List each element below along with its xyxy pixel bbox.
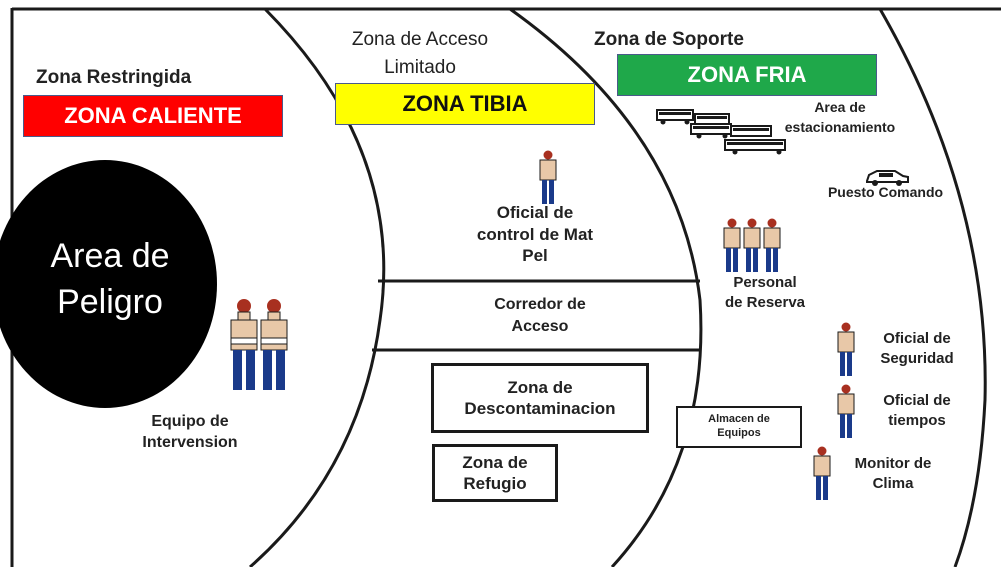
hazmat-officer-label-line3: Pel xyxy=(522,246,548,265)
danger-area-label-line1: Area de xyxy=(50,237,170,275)
equipment-storage-line2: Equipos xyxy=(717,427,761,439)
access-corridor-label-line2: Acceso xyxy=(511,318,569,335)
warm-zone-boundary xyxy=(509,7,703,567)
intervention-responder-icon xyxy=(230,299,258,390)
command-post-label: Puesto Comando xyxy=(827,184,944,200)
intervention-team-label-line2: Intervension xyxy=(142,434,238,451)
refuge-zone-line1: Zona de xyxy=(462,452,528,472)
intervention-responder-icon xyxy=(260,299,288,390)
weather-monitor-icon xyxy=(813,446,831,500)
support-zone-title: Zona de Soporte xyxy=(594,29,744,50)
hot-zone-banner: ZONA CALIENTE xyxy=(23,95,283,137)
parked-vehicles-icon xyxy=(656,109,786,155)
parking-area-label-line2: estacionamiento xyxy=(784,119,896,135)
restricted-zone-title: Zona Restringida xyxy=(36,67,192,88)
danger-area-label-line2: Peligro xyxy=(57,283,163,321)
time-officer-label-line2: tiempos xyxy=(888,412,946,429)
hazmat-officer-label-line1: Oficial de xyxy=(496,203,574,222)
cold-zone-banner: ZONA FRIA xyxy=(617,54,877,96)
reserve-personnel-label-line1: Personal xyxy=(733,274,797,291)
refuge-zone-line2: Refugio xyxy=(463,474,527,493)
command-car-icon xyxy=(866,170,909,186)
hazmat-officer-label-line2: control de Mat xyxy=(476,225,594,244)
reserve-personnel-icon xyxy=(763,218,781,272)
danger-area-circle xyxy=(0,160,217,408)
time-officer-label-line1: Oficial de xyxy=(883,392,951,409)
decontamination-zone-line1: Zona de xyxy=(507,377,573,397)
time-officer-icon xyxy=(837,384,855,438)
reserve-personnel-icon xyxy=(723,218,741,272)
weather-monitor-label-line2: Clima xyxy=(872,475,914,492)
safety-officer-icon xyxy=(837,322,855,376)
cold-zone-boundary xyxy=(878,8,987,567)
limited-zone-title-line1: Zona de Acceso xyxy=(351,29,489,50)
access-corridor-label-line1: Corredor de xyxy=(494,296,586,313)
reserve-personnel-icon xyxy=(743,218,761,272)
decontamination-zone-line2: Descontaminacion xyxy=(464,399,616,418)
equipment-storage-line1: Almacen de xyxy=(708,413,770,426)
decontamination-zone-box: Zona de Descontaminacion xyxy=(431,363,649,433)
refuge-zone-box: Zona de Refugio xyxy=(432,444,558,502)
reserve-personnel-label-line2: de Reserva xyxy=(724,294,806,311)
intervention-team-label-line1: Equipo de xyxy=(151,413,229,430)
equipment-storage-box: Almacen de Equipos xyxy=(676,406,802,448)
parking-area-label-line1: Area de xyxy=(814,99,866,115)
limited-zone-title-line2: Limitado xyxy=(384,57,456,78)
safety-officer-label-line2: Seguridad xyxy=(880,350,954,367)
hazmat-officer-icon xyxy=(539,150,557,204)
warm-zone-banner: ZONA TIBIA xyxy=(335,83,595,125)
weather-monitor-label-line1: Monitor de xyxy=(854,455,932,472)
safety-officer-label-line1: Oficial de xyxy=(883,330,951,347)
